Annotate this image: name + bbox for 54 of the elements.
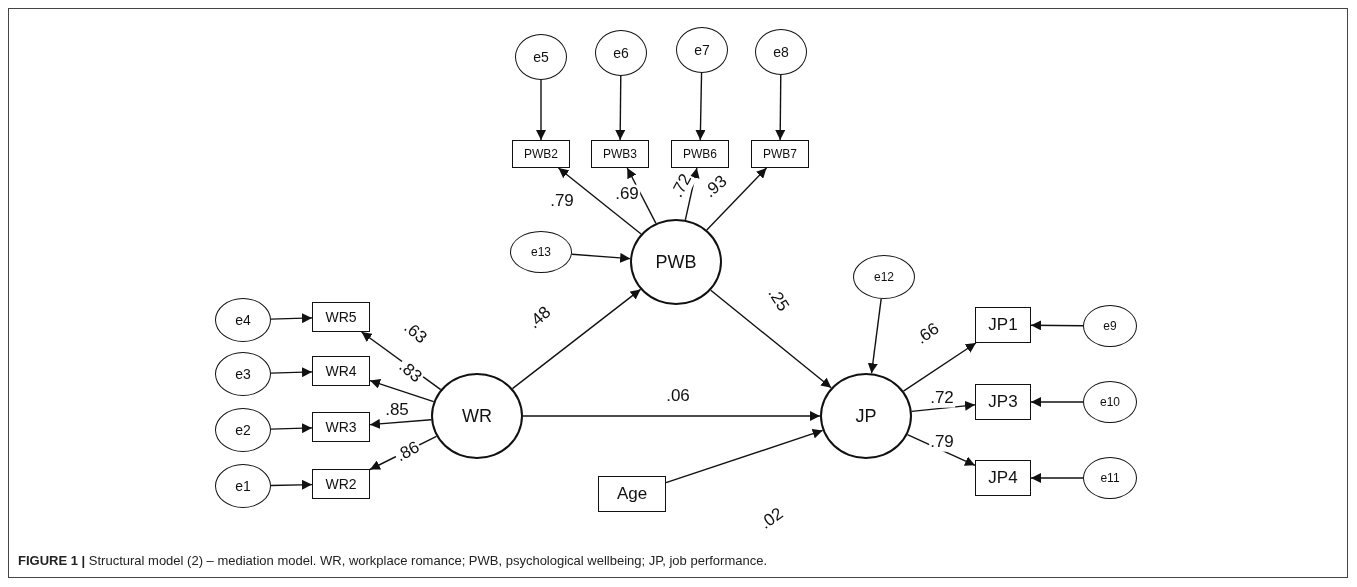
error-term-ellipse: e8 (755, 29, 807, 75)
arrow (695, 72, 706, 141)
arrow (369, 379, 435, 403)
error-term-ellipse: e7 (676, 27, 728, 73)
arrow (557, 167, 642, 235)
error-term-ellipse: e4 (215, 298, 271, 342)
arrow (867, 298, 882, 374)
latent-variable-circle: PWB (630, 219, 722, 305)
latent-variable-circle: JP (820, 373, 912, 459)
edge-label: .72 (929, 388, 955, 408)
error-term-ellipse: e6 (595, 30, 647, 76)
arrow (369, 418, 432, 429)
indicator-box: WR5 (312, 302, 370, 332)
latent-variable-circle: WR (431, 373, 523, 459)
arrow (706, 167, 768, 231)
error-term-ellipse: e3 (215, 352, 271, 396)
arrow (1030, 320, 1084, 331)
error-term-ellipse: e2 (215, 408, 271, 452)
arrow (270, 313, 313, 324)
error-term-ellipse: e1 (215, 464, 271, 508)
arrow (270, 367, 313, 378)
figure-caption: FIGURE 1 | Structural model (2) – mediation model. WR, workplace romance; PWB, psychological wellbeing; JP, job performance. (18, 553, 768, 568)
arrow (536, 79, 546, 141)
error-term-ellipse: e10 (1083, 381, 1137, 423)
arrow (1030, 397, 1084, 407)
arrow (270, 479, 313, 490)
arrow (1030, 473, 1084, 483)
arrow (615, 75, 626, 141)
indicator-box: PWB2 (512, 140, 570, 168)
arrow (270, 423, 313, 434)
indicator-box: PWB3 (591, 140, 649, 168)
indicator-box: JP4 (975, 460, 1031, 496)
arrow (511, 288, 642, 390)
arrow (902, 342, 977, 392)
error-term-ellipse: e12 (853, 255, 915, 299)
indicator-box: Age (598, 476, 666, 512)
arrow (665, 428, 824, 484)
error-term-ellipse: e9 (1083, 305, 1137, 347)
arrow (710, 289, 832, 389)
arrow (775, 74, 786, 141)
indicator-box: PWB6 (671, 140, 729, 168)
indicator-box: JP1 (975, 307, 1031, 343)
error-term-ellipse: e5 (515, 34, 567, 80)
error-term-ellipse: e13 (510, 231, 572, 273)
indicator-box: WR4 (312, 356, 370, 386)
indicator-box: WR3 (312, 412, 370, 442)
arrow (911, 400, 976, 413)
edge-label: .79 (929, 432, 955, 452)
arrow (571, 252, 631, 263)
error-term-ellipse: e11 (1083, 457, 1137, 499)
indicator-box: JP3 (975, 384, 1031, 420)
indicator-box: PWB7 (751, 140, 809, 168)
arrow (522, 411, 821, 421)
indicator-box: WR2 (312, 469, 370, 499)
